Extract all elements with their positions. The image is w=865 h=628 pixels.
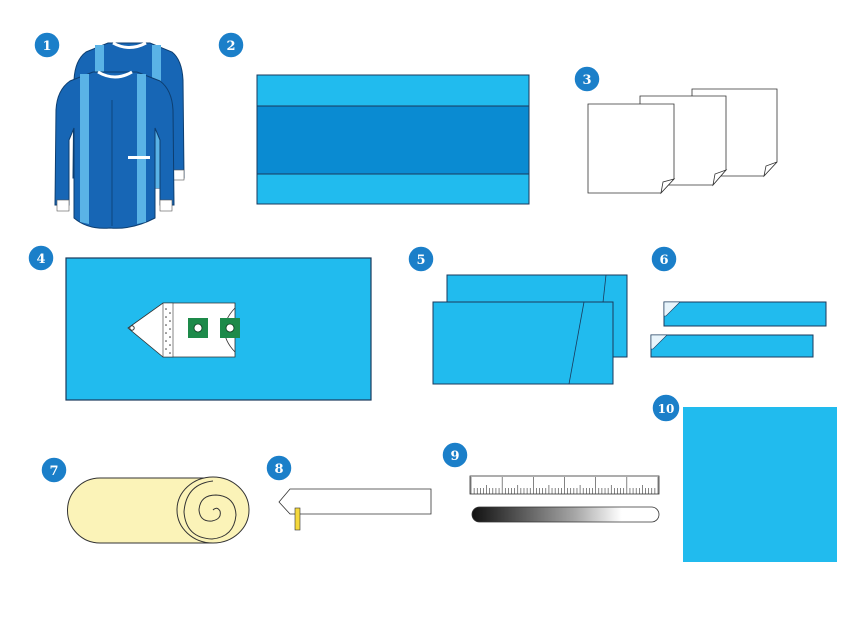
badge-number-8: 8 [274, 462, 283, 477]
badge-number-3: 3 [582, 73, 591, 88]
badge-number-10: 10 [658, 402, 675, 416]
cable-holder-icon [278, 488, 432, 531]
table-cover-icon [256, 74, 530, 205]
badge-number-4: 4 [36, 252, 45, 267]
badge-9: 9 [441, 441, 469, 469]
badge-number-1: 1 [42, 39, 51, 54]
badge-5: 5 [407, 245, 435, 273]
badge-number-6: 6 [659, 253, 668, 268]
badge-number-7: 7 [49, 464, 58, 479]
badge-number-5: 5 [416, 253, 425, 268]
ruler-and-marker-icon [469, 475, 660, 523]
badge-1: 1 [33, 31, 61, 59]
badge-8: 8 [265, 454, 293, 482]
badge-number-9: 9 [450, 449, 459, 464]
surgical-gown-icon [54, 41, 185, 229]
hand-towel-icon [587, 88, 778, 195]
badge-3: 3 [573, 65, 601, 93]
badge-6: 6 [650, 245, 678, 273]
badge-2: 2 [217, 31, 245, 59]
ruler-ticks [470, 477, 659, 494]
badge-4: 4 [27, 244, 55, 272]
badge-7: 7 [40, 456, 68, 484]
adhesive-drape-icon [432, 274, 628, 385]
badge-number-2: 2 [226, 39, 235, 54]
front-gown [54, 70, 175, 229]
gauze-roll-icon [67, 476, 250, 544]
adhesive-tape-icon [650, 301, 827, 358]
fenestrated-drape-icon [65, 257, 372, 401]
sterile-wrap-icon [683, 407, 837, 562]
badge-10: 10 [651, 393, 681, 423]
